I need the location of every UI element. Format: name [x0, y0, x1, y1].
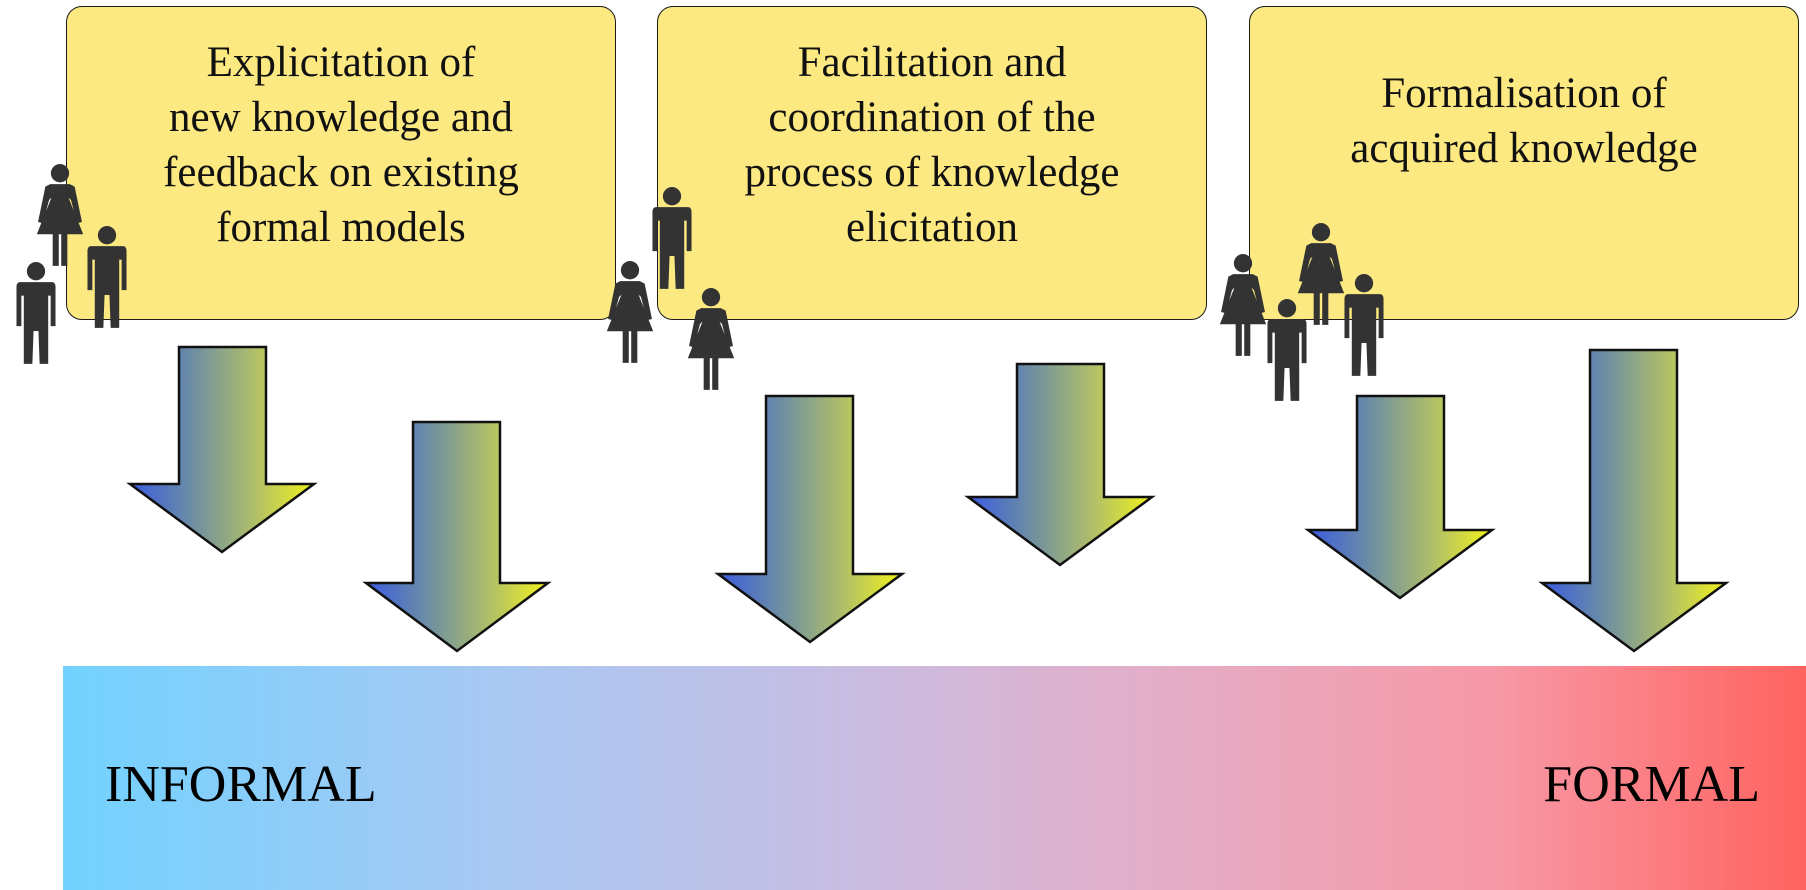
- phase-text: Facilitation and coordination of the pro…: [745, 35, 1120, 255]
- phase-text-line: process of knowledge: [744, 149, 1120, 196]
- phase-text-line: acquired knowledge: [1350, 125, 1698, 172]
- phase-text-line: Explicitation of: [206, 39, 476, 86]
- person-icon: [1267, 299, 1307, 401]
- person-icon: [1297, 223, 1345, 325]
- phase-box-explicitation: Explicitation of new knowledge and feedb…: [66, 6, 616, 320]
- phase-text: Explicitation of new knowledge and feedb…: [163, 35, 519, 255]
- phase-box-facilitation: Facilitation and coordination of the pro…: [657, 6, 1207, 320]
- person-icon: [1344, 274, 1384, 376]
- down-arrow: [126, 345, 318, 554]
- phase-text-line: Facilitation and: [797, 39, 1067, 86]
- informal-formal-spectrum: INFORMAL FORMAL: [63, 666, 1806, 890]
- down-arrow: [362, 420, 552, 653]
- phase-text-line: feedback on existing: [163, 149, 519, 196]
- down-arrow: [1538, 348, 1730, 653]
- phase-text-line: elicitation: [846, 204, 1018, 251]
- person-icon: [687, 288, 735, 390]
- person-icon: [36, 164, 84, 266]
- person-icon: [652, 187, 692, 289]
- phase-text-line: formal models: [216, 204, 466, 251]
- formal-label: FORMAL: [1543, 756, 1760, 813]
- person-icon: [16, 262, 56, 364]
- person-icon: [1219, 254, 1267, 356]
- informal-label: INFORMAL: [105, 756, 377, 813]
- down-arrow: [964, 362, 1156, 567]
- phase-text-line: Formalisation of: [1381, 70, 1667, 117]
- person-icon: [87, 226, 127, 328]
- down-arrow: [714, 394, 906, 644]
- phase-text-line: coordination of the: [768, 94, 1096, 141]
- down-arrow: [1304, 394, 1496, 600]
- phase-box-formalisation: Formalisation of acquired knowledge: [1249, 6, 1799, 320]
- phase-text-line: new knowledge and: [169, 94, 513, 141]
- person-icon: [606, 261, 654, 363]
- down-arrow-group: [126, 345, 1730, 653]
- phase-text: Formalisation of acquired knowledge: [1350, 66, 1697, 176]
